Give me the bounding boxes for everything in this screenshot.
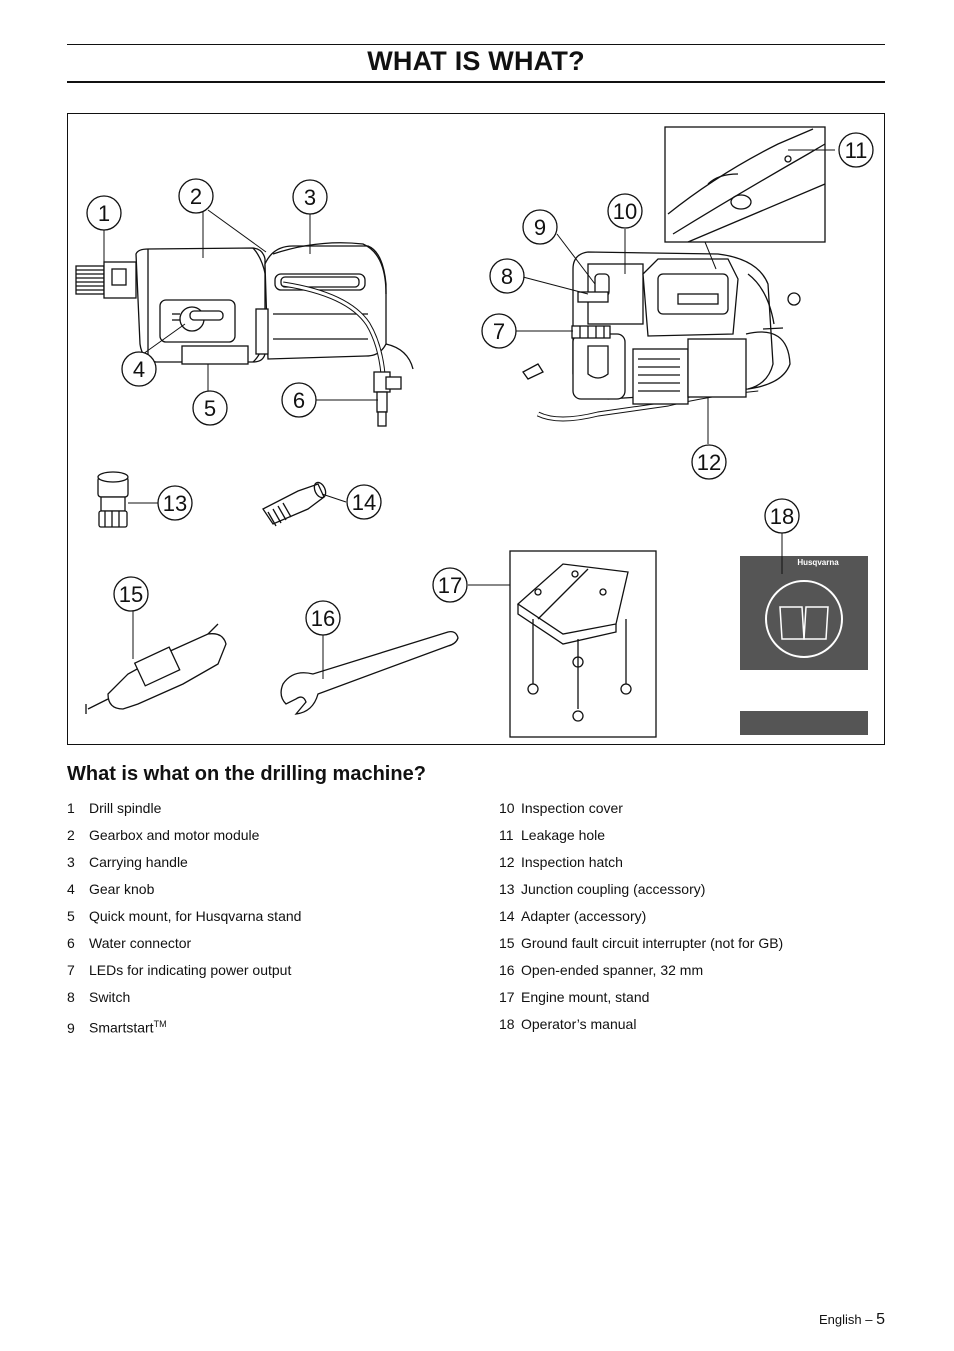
footer-language: English xyxy=(818,1312,862,1327)
callout-16: 16 xyxy=(311,606,335,631)
callout-2: 2 xyxy=(190,184,202,209)
callout-4: 4 xyxy=(133,357,145,382)
callout-7: 7 xyxy=(493,319,505,344)
callout-14: 14 xyxy=(352,490,376,515)
callout-markers xyxy=(86,132,874,636)
page-footer: English – 5 xyxy=(819,1311,885,1329)
callout-15: 15 xyxy=(119,582,143,607)
page-number: 5 xyxy=(876,1311,885,1328)
title-underline xyxy=(67,81,885,83)
drill-rear-view-drawing xyxy=(522,251,801,422)
section-heading: What is what on the drilling machine? xyxy=(67,763,426,785)
page-title: WHAT IS WHAT? xyxy=(367,46,585,76)
spanner-drawing xyxy=(280,630,459,715)
parts-diagram: Husqvarna 1 2 3 4 5 6 xyxy=(75,126,874,738)
ground-fault-interrupter-drawing xyxy=(85,623,227,714)
callout-1: 1 xyxy=(98,201,110,226)
callout-12: 12 xyxy=(697,450,721,475)
callout-10: 10 xyxy=(613,199,637,224)
callout-8: 8 xyxy=(501,264,513,289)
footer-dash: – xyxy=(865,1312,873,1327)
parts-illustration: Husqvarna 1 2 3 4 5 6 xyxy=(67,113,885,745)
junction-coupling-drawing xyxy=(97,471,129,528)
manual-logo-text: Husqvarna xyxy=(797,558,839,567)
operators-manual-drawing xyxy=(740,556,868,735)
engine-mount-drawing xyxy=(509,550,657,738)
leakage-hole-inset xyxy=(664,126,826,243)
callout-11: 11 xyxy=(845,138,868,163)
trademark-sup: TM xyxy=(153,1019,167,1029)
drill-machine-drawing xyxy=(75,242,414,427)
callout-13: 13 xyxy=(163,491,187,516)
top-rule xyxy=(67,44,885,45)
adapter-drawing xyxy=(262,481,327,527)
callout-5: 5 xyxy=(204,396,216,421)
callout-18: 18 xyxy=(770,504,794,529)
callout-6: 6 xyxy=(293,388,305,413)
callout-17: 17 xyxy=(438,573,462,598)
callout-3: 3 xyxy=(304,185,316,210)
callout-9: 9 xyxy=(534,215,546,240)
